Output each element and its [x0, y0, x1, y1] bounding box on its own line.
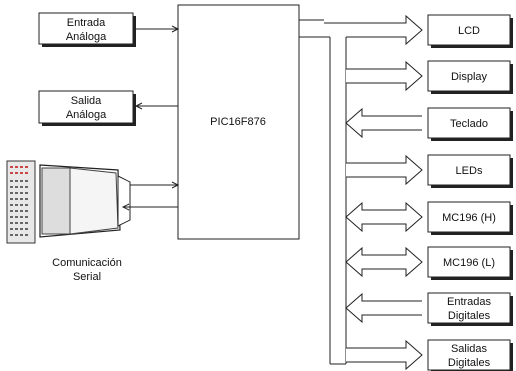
label-salidas-digitales-line2: Digitales [448, 357, 491, 369]
arrow-salidas-digitales-out [346, 341, 422, 369]
arrow-teclado-in [346, 109, 422, 137]
label-lcd: LCD [458, 25, 480, 37]
peripheral-display: Display [346, 61, 513, 94]
serial-rx-connector [123, 204, 178, 210]
serial-tx-connector [130, 182, 178, 188]
computer-icon [7, 161, 130, 243]
mcu-label: PIC16F876 [210, 116, 266, 128]
label-display: Display [451, 71, 488, 83]
analog-input-label-line2: Análoga [66, 31, 107, 43]
mcu-block: PIC16F876 [178, 5, 299, 239]
analog-input-connector [136, 26, 178, 32]
analog-input-label-line1: Entrada [67, 17, 106, 29]
peripheral-teclado: Teclado [346, 108, 513, 141]
analog-output-label-line1: Salida [71, 95, 102, 107]
label-teclado: Teclado [450, 118, 488, 130]
peripheral-mc196-h: MC196 (H) [346, 202, 513, 235]
label-leds: LEDs [456, 165, 483, 177]
arrow-entradas-digitales-in [346, 294, 422, 322]
analog-input-block: Entrada Análoga [39, 13, 136, 47]
peripheral-leds: LEDs [346, 155, 513, 188]
bus-wires [299, 20, 346, 364]
arrow-mc196-l-bidirectional [346, 248, 422, 276]
label-salidas-digitales-line1: Salidas [451, 343, 488, 355]
analog-output-connector [136, 103, 178, 109]
label-mc196-h: MC196 (H) [442, 212, 496, 224]
arrow-lcd-out [324, 16, 422, 44]
arrow-display-out [346, 62, 422, 90]
peripheral-lcd: LCD [324, 15, 513, 48]
label-entradas-digitales-line1: Entradas [447, 296, 492, 308]
arrow-leds-out [346, 156, 422, 184]
analog-output-block: Salida Análoga [39, 91, 136, 126]
serial-label-line1: Comunicación [52, 257, 122, 269]
label-mc196-l: MC196 (L) [443, 257, 495, 269]
arrow-mc196-h-bidirectional [346, 203, 422, 231]
peripheral-mc196-l: MC196 (L) [346, 247, 513, 280]
serial-label-line2: Serial [73, 271, 101, 283]
label-entradas-digitales-line2: Digitales [448, 310, 491, 322]
analog-output-label-line2: Análoga [66, 109, 107, 121]
